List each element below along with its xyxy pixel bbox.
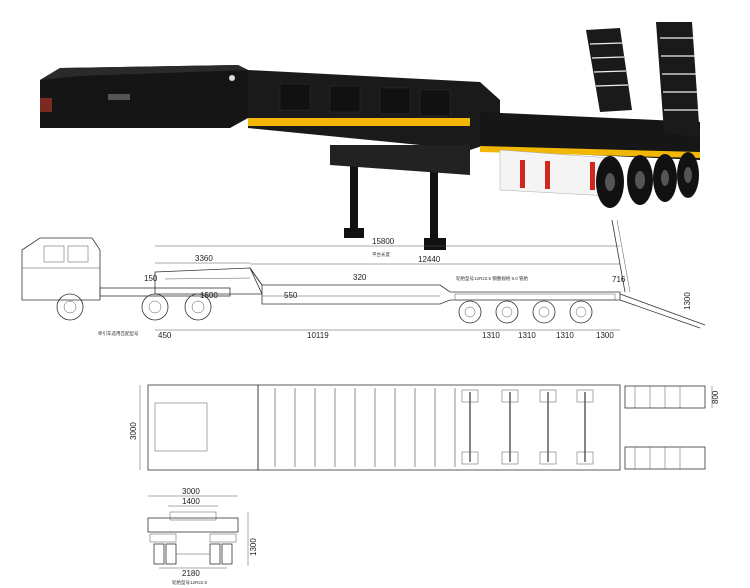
dim-ramp-width: 800 xyxy=(711,390,720,404)
dim-axle-spacing-3: 1310 xyxy=(556,331,574,340)
dim-front-inner-width: 1400 xyxy=(182,497,200,506)
side-dimensions: 15800 12440 平台长度 3360 150 320 550 1500 4… xyxy=(144,237,692,340)
dim-step-height: 320 xyxy=(353,273,367,282)
axle-note: 轮胎型号12R22.5 钢圈规格 9.0 管胎 xyxy=(456,275,529,282)
dim-front-height: 1300 xyxy=(249,538,258,556)
side-view: 牵引车选用匹配型号 轮胎型号12R22.5 钢圈规格 9.0 管胎 xyxy=(21,219,706,340)
dim-ramp-height: 1300 xyxy=(683,292,692,310)
dim-overall-length: 15800 xyxy=(372,237,395,246)
trailer-side-outline: 轮胎型号12R22.5 钢圈规格 9.0 管胎 xyxy=(154,219,706,329)
dim-rear-overhang: 1300 xyxy=(596,331,614,340)
dim-top-width: 3000 xyxy=(129,422,138,440)
dim-gooseneck-height: 150 xyxy=(144,274,158,283)
dim-kingpin-height: 1500 xyxy=(200,291,218,300)
front-view: 3000 1400 2180 轮胎型号12R22.5 1300 xyxy=(147,487,258,586)
dim-front-overall-width: 3000 xyxy=(182,487,200,496)
dim-axle-spacing-2: 1310 xyxy=(518,331,536,340)
dim-axle-spacing-1: 1310 xyxy=(482,331,500,340)
dim-deck-height: 550 xyxy=(284,291,298,300)
dim-ramp-length: 716 xyxy=(612,275,626,284)
truck-note: 牵引车选用匹配型号 xyxy=(98,330,139,337)
tractor-outline: 牵引车选用匹配型号 xyxy=(21,237,231,337)
deck-note: 平台长度 xyxy=(372,251,390,258)
dim-front-overhang: 450 xyxy=(158,331,172,340)
dim-axle-base: 10119 xyxy=(307,331,329,340)
dim-deck-length: 12440 xyxy=(418,255,441,264)
top-view: 3000 800 xyxy=(129,384,720,471)
dim-gooseneck-length: 3360 xyxy=(195,254,213,263)
dim-track-width: 2180 xyxy=(182,569,200,578)
tire-note: 轮胎型号12R22.5 xyxy=(172,579,208,586)
trailer-photo xyxy=(40,22,700,250)
